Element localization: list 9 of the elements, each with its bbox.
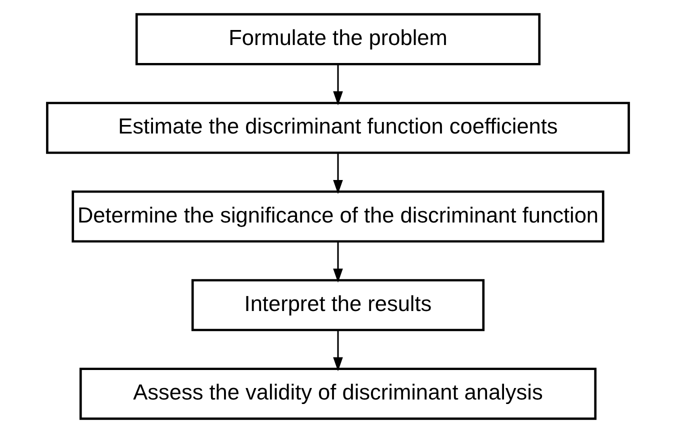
arrow <box>333 64 343 106</box>
arrow <box>333 330 343 372</box>
node-box: Estimate the discriminant function coefficients <box>46 102 630 154</box>
arrow <box>333 152 343 194</box>
arrow <box>333 241 343 283</box>
node-box: Formulate the problem <box>135 13 541 66</box>
node-box: Assess the validity of discriminant analysis <box>79 368 597 420</box>
node-box: Determine the significance of the discriminant function <box>72 190 604 243</box>
node-box: Interpret the results <box>191 279 485 332</box>
